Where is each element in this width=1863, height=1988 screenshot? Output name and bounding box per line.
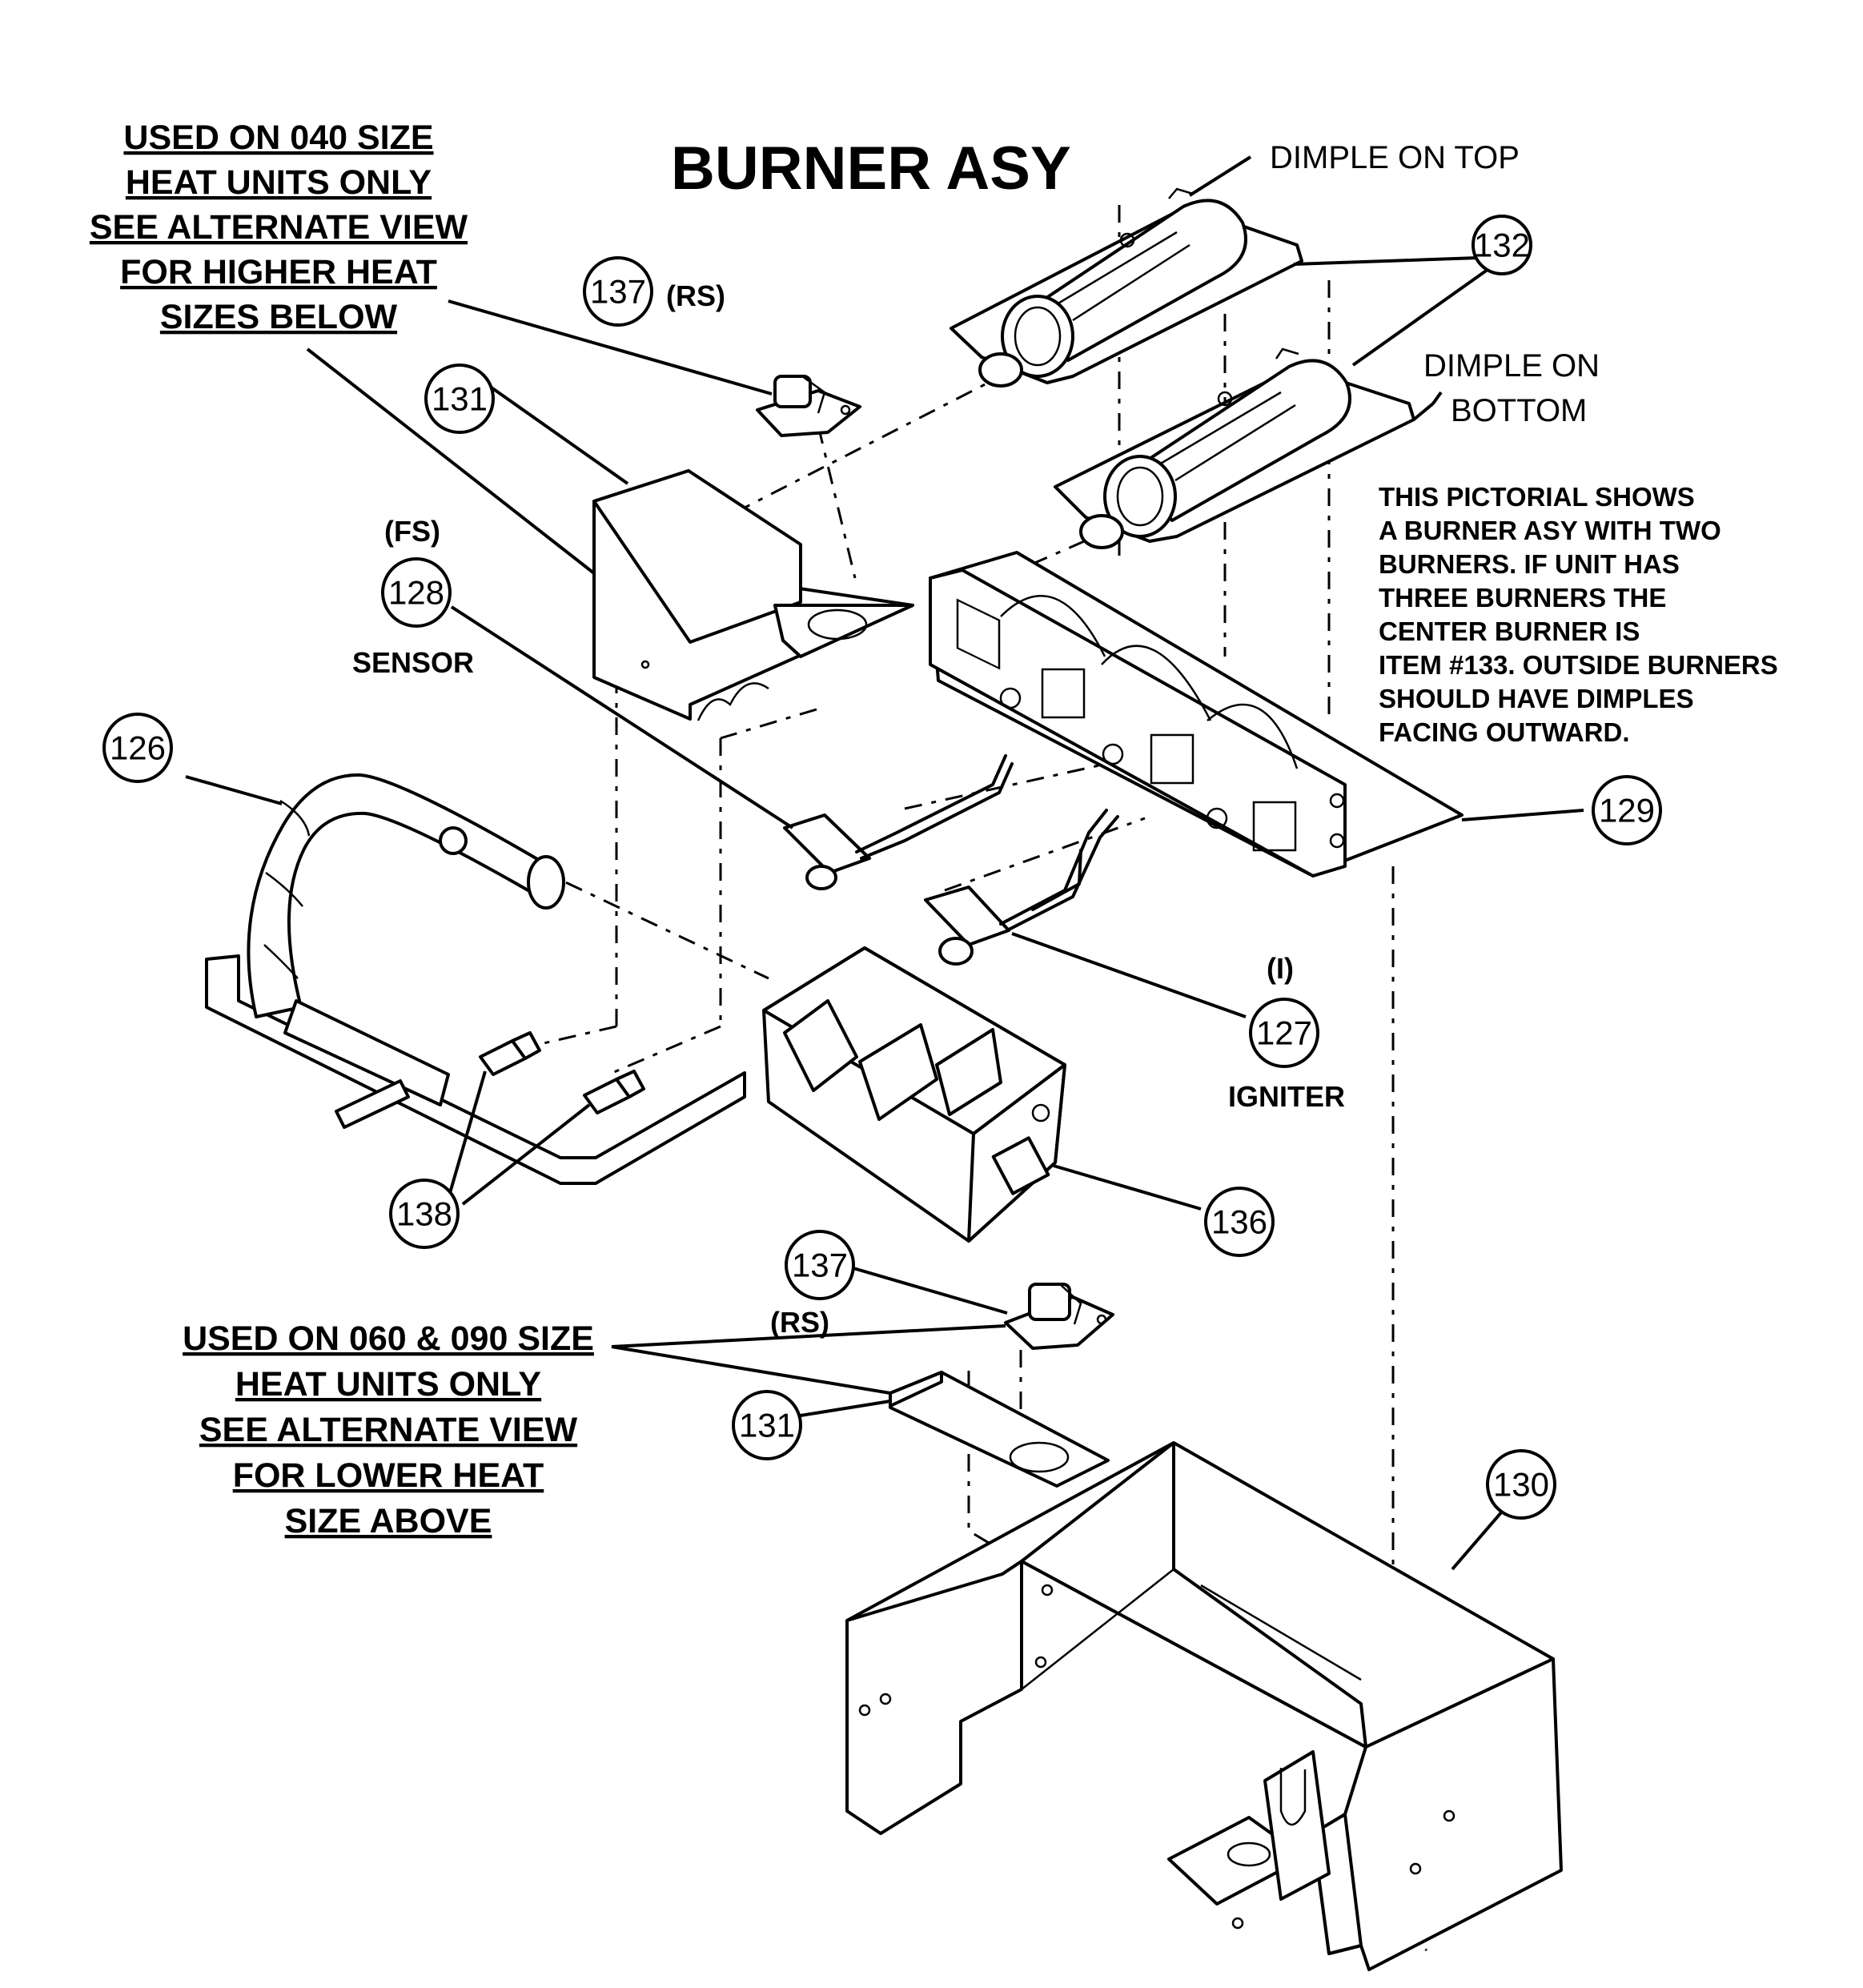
label-igniter: IGNITER (1228, 1080, 1345, 1113)
bracket-lower-131 (889, 1371, 1110, 1488)
description-line-2: A BURNER ASY WITH TWO (1379, 516, 1721, 545)
description-line-3: BURNERS. IF UNIT HAS (1379, 549, 1680, 579)
svg-text:129: 129 (1599, 792, 1655, 829)
base-130 (845, 1441, 1563, 1971)
svg-text:127: 127 (1256, 1014, 1312, 1052)
diagram-title: BURNER ASY (671, 135, 1071, 203)
label-dimple-on-bottom-1: DIMPLE ON (1423, 348, 1600, 384)
label-fs: (FS) (384, 515, 440, 548)
lower-note-line-4: FOR LOWER HEAT (233, 1456, 544, 1495)
callout-129: 129 (1592, 775, 1662, 845)
orifice-138-right (583, 1070, 645, 1114)
description-line-8: FACING OUTWARD. (1379, 717, 1629, 747)
lower-note-line-3: SEE ALTERNATE VIEW (199, 1411, 578, 1449)
callout-136: 136 (1204, 1187, 1275, 1257)
sensor-128 (783, 754, 1014, 890)
callout-138: 138 (389, 1179, 460, 1249)
label-dimple-on-bottom-2: BOTTOM (1451, 393, 1587, 428)
orifice-138-left (479, 1031, 541, 1076)
svg-text:126: 126 (110, 729, 166, 767)
label-dimple-on-top: DIMPLE ON TOP (1270, 140, 1520, 175)
description-text: THIS PICTORIAL SHOWS A BURNER ASY WITH T… (1379, 482, 1778, 747)
description-line-6: ITEM #133. OUTSIDE BURNERS (1379, 650, 1778, 680)
upper-note: USED ON 040 SIZE HEAT UNITS ONLY SEE ALT… (90, 118, 468, 336)
burner-upper-132 (950, 187, 1303, 388)
upper-note-line-4: FOR HIGHER HEAT (120, 253, 437, 291)
gas-valve-136 (762, 946, 1066, 1243)
description-line-1: THIS PICTORIAL SHOWS (1379, 482, 1695, 512)
switch-upper-137 (756, 375, 861, 437)
svg-text:137: 137 (590, 273, 646, 311)
label-sensor: SENSOR (352, 646, 474, 679)
burner-box-129 (929, 551, 1463, 878)
label-rs-lower: (RS) (770, 1306, 829, 1339)
label-i: (I) (1267, 952, 1294, 985)
callout-137-lower: 137 (785, 1230, 855, 1300)
upper-note-line-1: USED ON 040 SIZE (123, 118, 433, 157)
gas-manifold-126 (205, 773, 746, 1185)
label-rs-upper: (RS) (666, 279, 725, 312)
callout-126: 126 (102, 713, 173, 783)
bracket-upper-131 (592, 469, 914, 721)
callout-127: 127 (1249, 998, 1319, 1068)
lower-note: USED ON 060 & 090 SIZE HEAT UNITS ONLY S… (183, 1319, 594, 1540)
svg-text:132: 132 (1474, 227, 1530, 264)
callout-131-lower: 131 (732, 1390, 802, 1460)
callout-128: 128 (381, 557, 452, 628)
callout-137-upper: 137 (583, 256, 653, 327)
switch-lower-137 (1004, 1283, 1114, 1350)
upper-note-line-2: HEAT UNITS ONLY (126, 163, 432, 202)
callout-130: 130 (1486, 1449, 1556, 1520)
svg-text:131: 131 (739, 1407, 795, 1444)
svg-text:131: 131 (432, 380, 488, 418)
lower-note-line-5: SIZE ABOVE (285, 1502, 492, 1540)
description-line-7: SHOULD HAVE DIMPLES (1379, 684, 1694, 713)
upper-note-line-3: SEE ALTERNATE VIEW (90, 208, 468, 247)
lower-note-line-2: HEAT UNITS ONLY (235, 1365, 541, 1404)
igniter-127 (924, 809, 1119, 966)
svg-text:130: 130 (1493, 1466, 1549, 1504)
description-line-4: THREE BURNERS THE (1379, 583, 1666, 612)
callout-132: 132 (1472, 215, 1532, 275)
svg-text:136: 136 (1211, 1203, 1267, 1241)
svg-text:137: 137 (792, 1247, 848, 1284)
callout-131-upper: 131 (424, 363, 495, 434)
svg-text:138: 138 (396, 1195, 452, 1233)
lower-note-line-1: USED ON 060 & 090 SIZE (183, 1319, 594, 1358)
description-line-5: CENTER BURNER IS (1379, 616, 1640, 646)
burner-lower-132 (1054, 347, 1415, 549)
svg-text:128: 128 (388, 574, 444, 612)
upper-note-line-5: SIZES BELOW (160, 298, 398, 336)
